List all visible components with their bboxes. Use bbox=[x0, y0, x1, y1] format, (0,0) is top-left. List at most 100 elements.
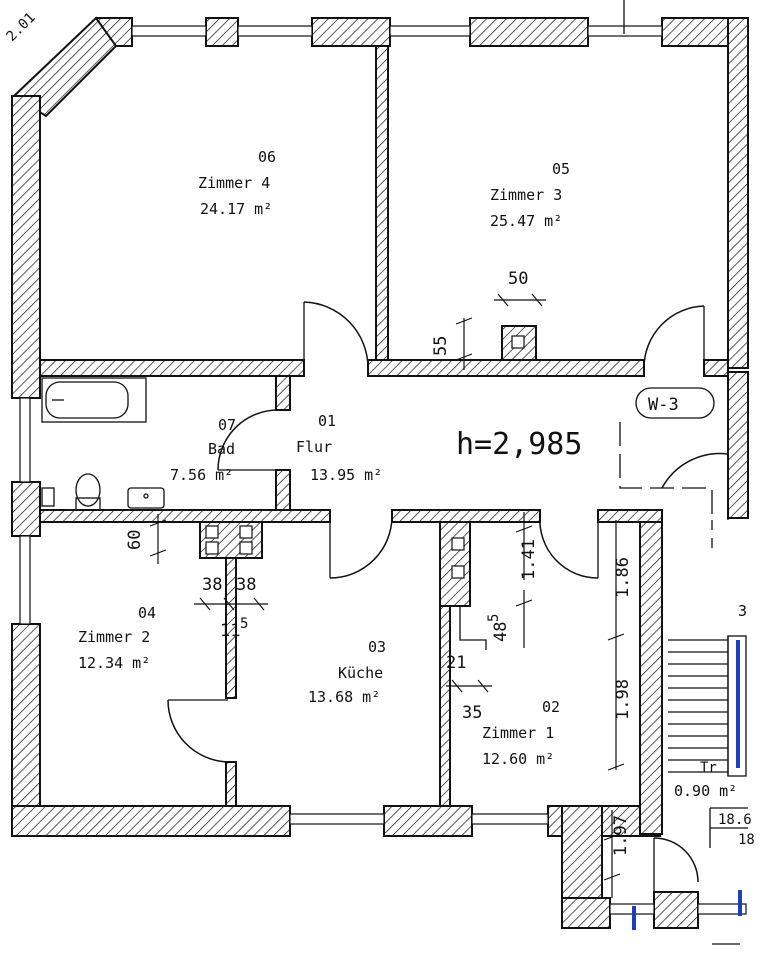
room-03-area: 13.68 m² bbox=[308, 688, 380, 706]
wall-top-2 bbox=[205, 17, 239, 47]
room-01-area: 13.95 m² bbox=[310, 466, 382, 484]
dim-48-sup: 5 bbox=[486, 614, 502, 622]
window-top-3 bbox=[389, 25, 471, 37]
bathtub-outer bbox=[41, 377, 147, 423]
window-left-1 bbox=[19, 397, 31, 483]
room-02-area: 12.60 m² bbox=[482, 750, 554, 768]
door-bad-swing bbox=[217, 409, 279, 471]
wall-kueche-z1 bbox=[439, 521, 471, 607]
window-top-4 bbox=[587, 25, 663, 37]
windows bbox=[19, 25, 747, 915]
stair-val-18-6: 18.6 bbox=[718, 812, 752, 828]
wall-z3-bottom-a bbox=[367, 359, 645, 377]
window-top-1 bbox=[131, 25, 207, 37]
stair-val-18: 18 bbox=[738, 832, 755, 848]
wall-kueche-z1-lower bbox=[439, 605, 451, 807]
room-05-name: Zimmer 3 bbox=[490, 186, 562, 204]
dim-55: 55 bbox=[431, 336, 451, 356]
sink bbox=[127, 487, 165, 509]
door-z1-swing bbox=[539, 515, 599, 579]
walls bbox=[11, 16, 749, 929]
ceiling-height: h=2,985 bbox=[456, 427, 582, 462]
dim-60: 60 bbox=[125, 530, 145, 550]
wall-z2-kueche-lower bbox=[225, 761, 237, 807]
room-04-number: 04 bbox=[138, 604, 156, 622]
chimney-flue bbox=[511, 335, 525, 349]
stair-area: 0.90 m² bbox=[674, 782, 737, 800]
room-03-number: 03 bbox=[368, 638, 386, 656]
dim-1-98: 1.98 bbox=[613, 679, 633, 720]
dim-50: 50 bbox=[508, 269, 528, 289]
unit-label: W-3 bbox=[648, 395, 679, 415]
wall-z3-bottom-b bbox=[703, 359, 729, 377]
room-06-number: 06 bbox=[258, 148, 276, 166]
unit-label-box bbox=[635, 387, 715, 419]
wall-stair-bottom bbox=[561, 897, 611, 929]
wall-bottom-2 bbox=[383, 805, 473, 837]
window-bottom-2 bbox=[471, 813, 549, 825]
window-bottom-1 bbox=[289, 813, 385, 825]
entry-dashed-line bbox=[619, 422, 713, 516]
wall-z2-kueche-upper bbox=[225, 557, 237, 699]
duct-2 bbox=[205, 541, 219, 555]
duct-3 bbox=[239, 525, 253, 539]
duct-4 bbox=[239, 541, 253, 555]
duct-6 bbox=[451, 565, 465, 579]
room-04-name: Zimmer 2 bbox=[78, 628, 150, 646]
dim-11-sup: 5 bbox=[240, 616, 248, 632]
toilet-bowl bbox=[75, 473, 101, 507]
wall-top-3 bbox=[311, 17, 391, 47]
bathtub-inner bbox=[45, 381, 129, 419]
room-07-number: 07 bbox=[218, 416, 236, 434]
stair-steps bbox=[668, 635, 747, 777]
step-outline bbox=[459, 606, 487, 650]
dim-21: 21 bbox=[446, 653, 466, 673]
dim-11: 11 bbox=[220, 621, 240, 641]
room-01-name: Flur bbox=[296, 438, 332, 456]
wall-mid-2 bbox=[391, 509, 541, 523]
wall-right-upper bbox=[727, 17, 749, 369]
dim-35: 35 bbox=[462, 703, 482, 723]
toilet-tank bbox=[41, 487, 55, 507]
wall-z4-z3 bbox=[375, 45, 389, 377]
toilet-base bbox=[75, 497, 101, 511]
stair-num-3: 3 bbox=[738, 602, 747, 620]
dim-1-97: 1.97 bbox=[611, 815, 631, 856]
wall-stair-block bbox=[653, 891, 699, 929]
dimension-lines bbox=[149, 293, 625, 898]
wall-left-upper bbox=[11, 95, 41, 399]
wall-diagonal-nw bbox=[12, 16, 118, 118]
door-z3-swing bbox=[643, 305, 705, 369]
dim-38-left: 38 bbox=[202, 575, 222, 595]
wall-z4-bottom bbox=[39, 359, 305, 377]
dim-38-right: 38 bbox=[236, 575, 256, 595]
window-top-2 bbox=[237, 25, 313, 37]
dim-48: 48 bbox=[491, 622, 511, 642]
fixtures bbox=[41, 0, 748, 945]
stair-tr-label: Tr bbox=[700, 760, 717, 776]
wall-right-lower bbox=[727, 371, 749, 519]
duct-1 bbox=[205, 525, 219, 539]
room-07-name: Bad bbox=[208, 440, 235, 458]
room-04-area: 12.34 m² bbox=[78, 654, 150, 672]
window-left-2 bbox=[19, 535, 31, 625]
door-z2-swing bbox=[167, 699, 229, 763]
door-stair-swing bbox=[653, 837, 699, 883]
dim-1-86: 1.86 bbox=[613, 557, 633, 598]
wall-mid-3 bbox=[597, 509, 663, 523]
room-06-area: 24.17 m² bbox=[200, 200, 272, 218]
doors bbox=[167, 301, 729, 892]
wall-mid-1 bbox=[39, 509, 331, 523]
wall-left-mid bbox=[11, 481, 41, 537]
room-05-area: 25.47 m² bbox=[490, 212, 562, 230]
room-01-number: 01 bbox=[318, 412, 336, 430]
corner-label: 2.01 bbox=[4, 10, 39, 45]
room-labels: 06 Zimmer 4 24.17 m² 05 Zimmer 3 25.47 m… bbox=[78, 148, 570, 768]
sink-drain bbox=[143, 493, 149, 499]
room-02-name: Zimmer 1 bbox=[482, 724, 554, 742]
room-05-number: 05 bbox=[552, 160, 570, 178]
room-06-name: Zimmer 4 bbox=[198, 174, 270, 192]
door-z4-swing bbox=[303, 301, 369, 369]
wall-bottom-1 bbox=[11, 805, 291, 837]
